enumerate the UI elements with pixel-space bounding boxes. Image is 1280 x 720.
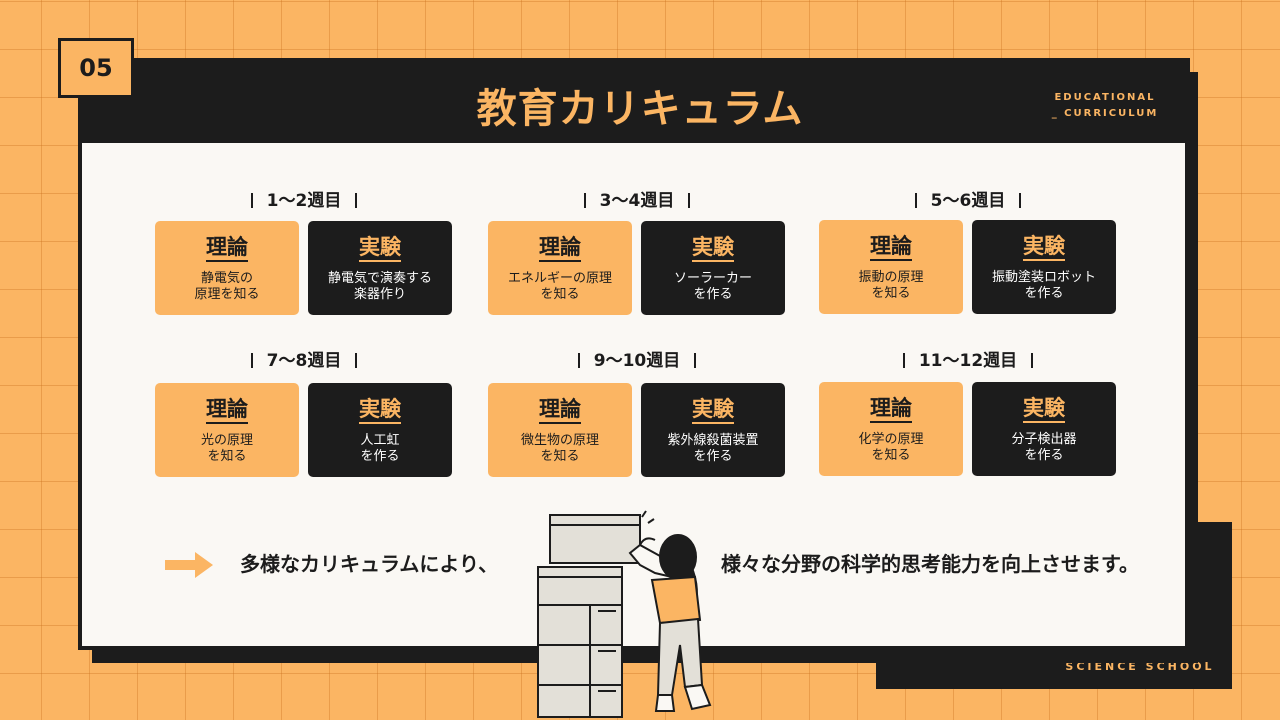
week-label-3: 5〜6週目 xyxy=(820,186,1116,211)
experiment-desc: 振動塗装ロボット を作る xyxy=(991,270,1096,301)
theory-card-4: 理論 光の原理 を知る xyxy=(155,383,299,477)
theory-card-6: 理論 化学の原理 を知る xyxy=(819,382,963,476)
slide-number: 05 xyxy=(58,38,134,98)
week-label-6: 11〜12週目 xyxy=(820,346,1116,371)
experiment-desc: 紫外線殺菌装置 を作る xyxy=(667,433,759,464)
experiment-card-2: 実験 ソーラーカー を作る xyxy=(641,221,785,315)
experiment-card-6: 実験 分子検出器 を作る xyxy=(972,382,1116,476)
arrow-right-icon xyxy=(165,552,213,578)
subtitle-line-2: _ CURRICULUM xyxy=(1051,108,1159,119)
experiment-card-1: 実験 静電気で演奏する 楽器作り xyxy=(308,221,452,315)
theory-desc: 光の原理 を知る xyxy=(200,433,253,464)
experiment-title: 実験 xyxy=(692,235,734,262)
theory-desc: 静電気の 原理を知る xyxy=(194,271,260,302)
experiment-desc: ソーラーカー を作る xyxy=(673,271,752,302)
page-subtitle: EDUCATIONAL _ CURRICULUM xyxy=(1040,90,1170,122)
message-left: 多様なカリキュラムにより、 xyxy=(240,552,499,576)
footer-text: SCIENCE SCHOOL xyxy=(1065,660,1215,673)
theory-title: 理論 xyxy=(539,235,581,262)
subtitle-line-1: EDUCATIONAL xyxy=(1054,92,1156,103)
experiment-card-4: 実験 人工虹 を作る xyxy=(308,383,452,477)
theory-desc: 振動の原理 を知る xyxy=(858,270,924,301)
experiment-title: 実験 xyxy=(1023,234,1065,261)
experiment-title: 実験 xyxy=(359,235,401,262)
page-title: 教育カリキュラム xyxy=(476,86,804,132)
experiment-title: 実験 xyxy=(692,397,734,424)
experiment-title: 実験 xyxy=(359,397,401,424)
theory-desc: 微生物の原理 を知る xyxy=(520,433,599,464)
theory-title: 理論 xyxy=(539,397,581,424)
experiment-desc: 静電気で演奏する 楽器作り xyxy=(327,271,432,302)
experiment-card-5: 実験 紫外線殺菌装置 を作る xyxy=(641,383,785,477)
week-label-1: 1〜2週目 xyxy=(156,186,452,211)
experiment-card-3: 実験 振動塗装ロボット を作る xyxy=(972,220,1116,314)
theory-title: 理論 xyxy=(206,235,248,262)
week-label-4: 7〜8週目 xyxy=(156,346,452,371)
theory-title: 理論 xyxy=(870,234,912,261)
theory-card-1: 理論 静電気の 原理を知る xyxy=(155,221,299,315)
theory-title: 理論 xyxy=(206,397,248,424)
experiment-desc: 分子検出器 を作る xyxy=(1011,432,1077,463)
theory-card-5: 理論 微生物の原理 を知る xyxy=(488,383,632,477)
experiment-title: 実験 xyxy=(1023,396,1065,423)
person-with-cabinet-illustration xyxy=(537,510,712,718)
theory-desc: 化学の原理 を知る xyxy=(858,432,924,463)
week-label-2: 3〜4週目 xyxy=(489,186,785,211)
theory-card-2: 理論 エネルギーの原理 を知る xyxy=(488,221,632,315)
theory-card-3: 理論 振動の原理 を知る xyxy=(819,220,963,314)
week-label-5: 9〜10週目 xyxy=(489,346,785,371)
theory-desc: エネルギーの原理 を知る xyxy=(507,271,612,302)
experiment-desc: 人工虹 を作る xyxy=(360,433,400,464)
theory-title: 理論 xyxy=(870,396,912,423)
message-right: 様々な分野の科学的思考能力を向上させます。 xyxy=(721,552,1139,576)
